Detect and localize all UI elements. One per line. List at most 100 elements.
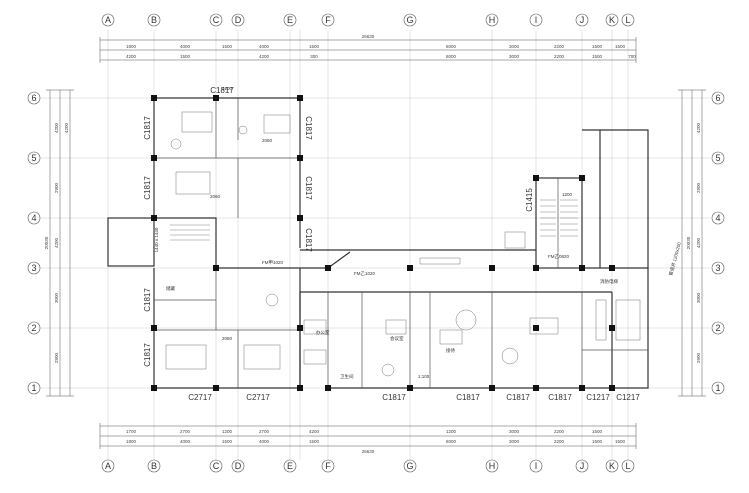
axis-label: L bbox=[625, 15, 630, 25]
room-label: 储藏 bbox=[166, 285, 175, 292]
dim: 1800 bbox=[126, 44, 137, 49]
interior-partitions bbox=[154, 98, 648, 388]
dim: 4200 bbox=[54, 122, 59, 133]
dim: 3000 bbox=[509, 429, 520, 434]
dim: 2900 bbox=[696, 182, 701, 193]
axis-label: 1 bbox=[31, 383, 36, 393]
room-label: 消防电梯 bbox=[600, 278, 618, 285]
axis-label: 5 bbox=[715, 153, 720, 163]
axis-label: 2 bbox=[31, 323, 36, 333]
axis-bubble-row-4-right: 4 bbox=[711, 211, 725, 225]
left-dimension-texts: 20030 4200 2900 4200 3000 2900 4200 bbox=[44, 122, 69, 363]
axis-label: 3 bbox=[31, 263, 36, 273]
axis-bubble-F: F bbox=[321, 13, 335, 27]
window-label: C1817 bbox=[304, 176, 313, 200]
dim: 2200 bbox=[554, 429, 565, 434]
dim: 1500 bbox=[615, 439, 626, 444]
axis-bubble-F-bottom: F bbox=[321, 459, 335, 473]
furniture bbox=[165, 111, 641, 377]
window-label: C2717 bbox=[246, 393, 270, 402]
top-dimension-texts: 26630 1800 4000 1500 4000 1500 6000 3000… bbox=[126, 34, 636, 59]
right-dimension-texts: 20030 4200 2900 4200 3000 2900 bbox=[686, 122, 701, 363]
dim: 2200 bbox=[554, 44, 565, 49]
axis-label: B bbox=[151, 461, 157, 471]
axis-label: A bbox=[105, 461, 111, 471]
dim: 3000 bbox=[509, 439, 520, 444]
axis-bubble-B: B bbox=[147, 13, 161, 27]
room-label: 会议室 bbox=[390, 335, 404, 342]
dim: 1500 bbox=[592, 429, 603, 434]
dim: 1500 bbox=[222, 439, 233, 444]
top-axis-bubbles: A B C D E F G H I J K L bbox=[101, 13, 635, 27]
window-label: C1817 bbox=[143, 176, 152, 200]
dim: 1500 bbox=[592, 54, 603, 59]
axis-bubble-C: C bbox=[209, 13, 223, 27]
axis-label: D bbox=[235, 461, 242, 471]
dim: 1500 bbox=[180, 54, 191, 59]
window-labels: C1817 C1817 C1817 C1817 C1817 C1817 C181… bbox=[143, 86, 640, 402]
dim: 2900 bbox=[696, 352, 701, 363]
window-label: C1217 bbox=[616, 393, 640, 402]
dim: 2900 bbox=[54, 182, 59, 193]
room-label: 4200 bbox=[222, 86, 233, 91]
axis-bubble-H: H bbox=[485, 13, 499, 27]
left-total-dim: 20030 bbox=[44, 236, 49, 249]
axis-bubble-K-bottom: K bbox=[605, 459, 619, 473]
room-label: 2060 bbox=[222, 336, 233, 341]
axis-bubble-row-1-right: 1 bbox=[711, 381, 725, 395]
axis-bubble-G-bottom: G bbox=[403, 459, 417, 473]
dim: 6000 bbox=[446, 54, 457, 59]
axis-bubble-row-4: 4 bbox=[27, 211, 41, 225]
bottom-dimension-texts: 1700 2700 1200 2700 4200 1200 3000 2200 … bbox=[126, 429, 626, 454]
dim: 4200 bbox=[64, 122, 69, 133]
axis-bubble-J-bottom: J bbox=[575, 459, 589, 473]
room-label: 1440 x 1440 bbox=[154, 227, 159, 252]
dim: 3000 bbox=[509, 54, 520, 59]
axis-label: 4 bbox=[31, 213, 36, 223]
dim: 2900 bbox=[54, 352, 59, 363]
axis-label: 2 bbox=[715, 323, 720, 333]
room-label: 接待 bbox=[446, 347, 455, 354]
axis-label: 6 bbox=[31, 93, 36, 103]
dim: 2700 bbox=[180, 429, 191, 434]
dim: 4000 bbox=[180, 439, 191, 444]
window-label: C1817 bbox=[304, 116, 313, 140]
dim: 1500 bbox=[592, 439, 603, 444]
axis-bubble-C-bottom: C bbox=[209, 459, 223, 473]
axis-label: 5 bbox=[31, 153, 36, 163]
axis-label: G bbox=[406, 461, 413, 471]
room-label: FM甲1020 bbox=[262, 260, 284, 266]
window-label: C2717 bbox=[188, 393, 212, 402]
dim: 4200 bbox=[309, 429, 320, 434]
dim: 3000 bbox=[696, 292, 701, 303]
dim: 1500 bbox=[592, 44, 603, 49]
stair-treads bbox=[170, 199, 578, 241]
room-label: 2060 bbox=[210, 194, 221, 199]
dim: 1700 bbox=[126, 429, 137, 434]
axis-label: H bbox=[489, 15, 496, 25]
axis-bubble-E: E bbox=[283, 13, 297, 27]
dim: 1500 bbox=[222, 44, 233, 49]
dim: 6000 bbox=[446, 439, 457, 444]
dim: 2200 bbox=[554, 54, 565, 59]
dim: 1500 bbox=[615, 44, 626, 49]
dim: 1200 bbox=[222, 429, 233, 434]
axis-label: I bbox=[535, 15, 538, 25]
window-label: C1817 bbox=[548, 393, 572, 402]
axis-label: F bbox=[325, 461, 331, 471]
right-dimension-chains bbox=[678, 89, 706, 397]
bottom-axis-bubbles: A B C D E F G H I J K L bbox=[101, 459, 635, 473]
axis-bubble-row-2-right: 2 bbox=[711, 321, 725, 335]
axis-bubble-row-1: 1 bbox=[27, 381, 41, 395]
axis-bubble-K: K bbox=[605, 13, 619, 27]
axis-label: G bbox=[406, 15, 413, 25]
axis-label: J bbox=[580, 15, 585, 25]
axis-bubble-J: J bbox=[575, 13, 589, 27]
axis-bubble-H-bottom: H bbox=[485, 459, 499, 473]
window-label: C1817 bbox=[456, 393, 480, 402]
axis-bubble-L-bottom: L bbox=[621, 459, 635, 473]
axis-bubble-D: D bbox=[231, 13, 245, 27]
axis-label: K bbox=[609, 15, 615, 25]
axis-label: D bbox=[235, 15, 242, 25]
